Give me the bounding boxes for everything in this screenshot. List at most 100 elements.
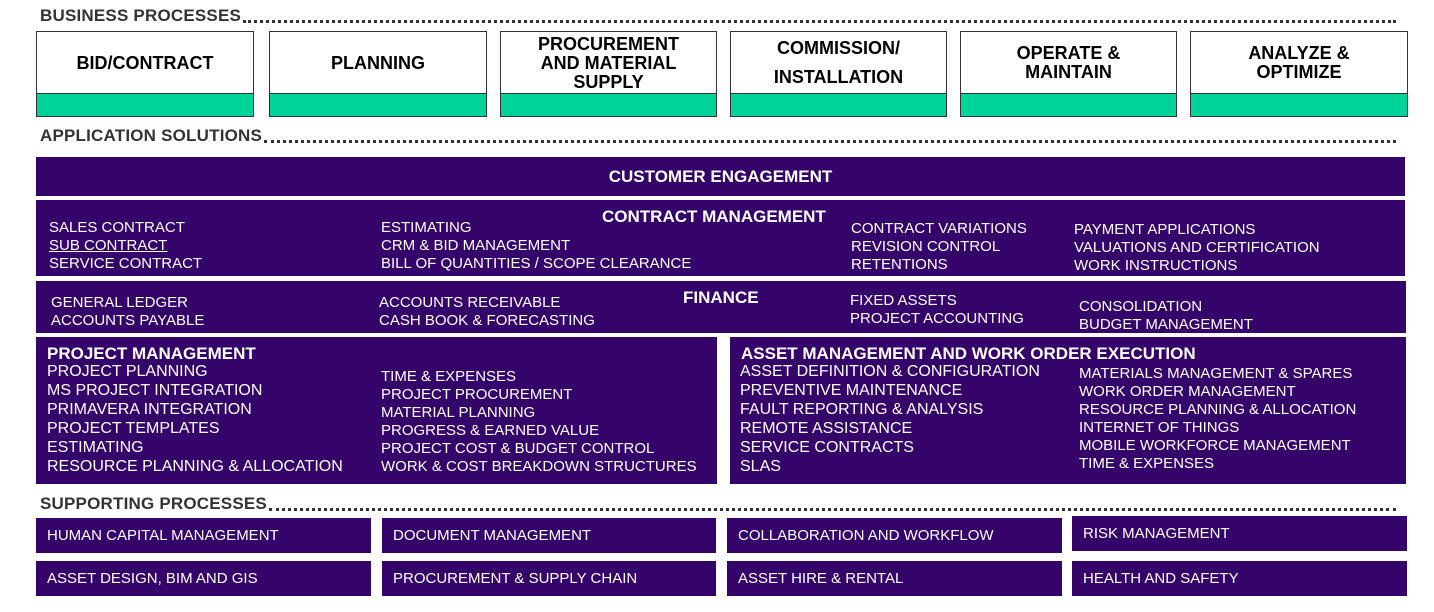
list-item[interactable]: BILL OF QUANTITIES / SCOPE CLEARANCE bbox=[381, 255, 692, 272]
list-item[interactable]: FIXED ASSETS bbox=[850, 292, 957, 309]
finance-col-3: FIXED ASSETS PROJECT ACCOUNTING bbox=[850, 292, 1024, 328]
support-collaboration[interactable]: COLLABORATION AND WORKFLOW bbox=[727, 518, 1062, 553]
finance-title: FINANCE bbox=[683, 288, 759, 307]
dotted-divider bbox=[268, 508, 1396, 511]
finance-band[interactable]: FINANCE GENERAL LEDGER ACCOUNTS PAYABLE … bbox=[36, 281, 1406, 333]
application-solutions-label: APPLICATION SOLUTIONS bbox=[40, 126, 263, 145]
list-item[interactable]: PREVENTIVE MAINTENANCE bbox=[740, 382, 963, 399]
list-item[interactable]: WORK ORDER MANAGEMENT bbox=[1079, 383, 1296, 400]
process-label: COMMISSION/ INSTALLATION bbox=[773, 38, 904, 87]
asset-col-2: MATERIALS MANAGEMENT & SPARES WORK ORDER… bbox=[1079, 365, 1356, 473]
process-label: OPERATE & MAINTAIN bbox=[1016, 43, 1121, 82]
process-planning[interactable]: PLANNING bbox=[269, 31, 487, 117]
list-item[interactable]: PRIMAVERA INTEGRATION bbox=[47, 401, 252, 418]
list-item[interactable]: FAULT REPORTING & ANALYSIS bbox=[740, 401, 984, 418]
contract-col-2: ESTIMATING CRM & BID MANAGEMENT BILL OF … bbox=[381, 219, 691, 273]
list-item[interactable]: PROJECT ACCOUNTING bbox=[850, 310, 1024, 327]
contract-management-band[interactable]: CONTRACT MANAGEMENT SALES CONTRACT SUB C… bbox=[36, 200, 1405, 276]
list-item[interactable]: MATERIAL PLANNING bbox=[381, 404, 536, 421]
customer-engagement-band[interactable]: CUSTOMER ENGAGEMENT bbox=[36, 157, 1405, 196]
project-col-2: TIME & EXPENSES PROJECT PROCUREMENT MATE… bbox=[381, 368, 697, 476]
list-item[interactable]: MATERIALS MANAGEMENT & SPARES bbox=[1079, 365, 1353, 382]
contract-management-title: CONTRACT MANAGEMENT bbox=[602, 207, 826, 226]
application-solutions-heading: APPLICATION SOLUTIONS bbox=[40, 124, 1396, 146]
finance-col-4: CONSOLIDATION BUDGET MANAGEMENT bbox=[1079, 298, 1253, 334]
support-human-capital[interactable]: HUMAN CAPITAL MANAGEMENT bbox=[36, 518, 371, 553]
process-bid-contract[interactable]: BID/CONTRACT bbox=[36, 31, 254, 117]
asset-management-band[interactable]: ASSET MANAGEMENT AND WORK ORDER EXECUTIO… bbox=[730, 337, 1406, 484]
process-label: PROCUREMENT AND MATERIAL SUPPLY bbox=[537, 33, 679, 92]
list-item[interactable]: REVISION CONTROL bbox=[851, 238, 1001, 255]
process-green-bar bbox=[961, 93, 1176, 116]
list-item[interactable]: CONSOLIDATION bbox=[1079, 298, 1203, 315]
list-item[interactable]: WORK & COST BREAKDOWN STRUCTURES bbox=[381, 458, 697, 475]
list-item[interactable]: ASSET DEFINITION & CONFIGURATION bbox=[740, 363, 1040, 380]
list-item[interactable]: TIME & EXPENSES bbox=[381, 368, 517, 385]
process-analyze[interactable]: ANALYZE & OPTIMIZE bbox=[1190, 31, 1408, 117]
supporting-processes-label: SUPPORTING PROCESSES bbox=[40, 494, 267, 513]
list-item[interactable]: TIME & EXPENSES bbox=[1079, 455, 1215, 472]
list-item[interactable]: BUDGET MANAGEMENT bbox=[1079, 316, 1253, 333]
list-item[interactable]: REMOTE ASSISTANCE bbox=[740, 420, 913, 437]
list-item[interactable]: SERVICE CONTRACT bbox=[49, 255, 203, 272]
list-item[interactable]: PROJECT PROCUREMENT bbox=[381, 386, 573, 403]
list-item[interactable]: CASH BOOK & FORECASTING bbox=[379, 312, 595, 329]
project-col-1: PROJECT PLANNING MS PROJECT INTEGRATION … bbox=[47, 362, 343, 476]
list-item[interactable]: MS PROJECT INTEGRATION bbox=[47, 382, 263, 399]
support-asset-design[interactable]: ASSET DESIGN, BIM AND GIS bbox=[36, 561, 371, 596]
list-item[interactable]: ESTIMATING bbox=[381, 219, 472, 236]
support-procurement-supply-chain[interactable]: PROCUREMENT & SUPPLY CHAIN bbox=[382, 561, 716, 596]
contract-col-1: SALES CONTRACT SUB CONTRACT SERVICE CONT… bbox=[49, 219, 202, 273]
support-health-safety[interactable]: HEALTH AND SAFETY bbox=[1072, 561, 1407, 596]
list-item[interactable]: RESOURCE PLANNING & ALLOCATION bbox=[47, 458, 343, 475]
customer-engagement-title: CUSTOMER ENGAGEMENT bbox=[608, 167, 833, 186]
list-item[interactable]: PAYMENT APPLICATIONS bbox=[1074, 221, 1256, 238]
list-item[interactable]: MOBILE WORKFORCE MANAGEMENT bbox=[1079, 437, 1351, 454]
list-item[interactable]: PROJECT COST & BUDGET CONTROL bbox=[381, 440, 655, 457]
process-label: PLANNING bbox=[331, 52, 425, 73]
support-risk-management[interactable]: RISK MANAGEMENT bbox=[1072, 516, 1407, 551]
list-item[interactable]: WORK INSTRUCTIONS bbox=[1074, 257, 1238, 274]
list-item[interactable]: CRM & BID MANAGEMENT bbox=[381, 237, 571, 254]
process-green-bar bbox=[1191, 93, 1407, 116]
list-item[interactable]: PROGRESS & EARNED VALUE bbox=[381, 422, 600, 439]
list-item[interactable]: INTERNET OF THINGS bbox=[1079, 419, 1240, 436]
list-item[interactable]: SALES CONTRACT bbox=[49, 219, 185, 236]
list-item[interactable]: ACCOUNTS RECEIVABLE bbox=[379, 294, 561, 311]
list-item[interactable]: PROJECT PLANNING bbox=[47, 363, 208, 380]
asset-col-1: ASSET DEFINITION & CONFIGURATION PREVENT… bbox=[740, 362, 1040, 476]
list-item[interactable]: SLAS bbox=[740, 458, 781, 475]
process-green-bar bbox=[37, 93, 253, 116]
process-operate[interactable]: OPERATE & MAINTAIN bbox=[960, 31, 1177, 117]
supporting-processes-heading: SUPPORTING PROCESSES bbox=[40, 492, 1396, 514]
process-green-bar bbox=[731, 93, 946, 116]
process-procurement[interactable]: PROCUREMENT AND MATERIAL SUPPLY bbox=[500, 31, 717, 117]
finance-col-2: ACCOUNTS RECEIVABLE CASH BOOK & FORECAST… bbox=[379, 294, 595, 330]
project-management-title: PROJECT MANAGEMENT bbox=[47, 344, 256, 363]
project-management-band[interactable]: PROJECT MANAGEMENT PROJECT PLANNING MS P… bbox=[36, 337, 717, 484]
support-document-management[interactable]: DOCUMENT MANAGEMENT bbox=[382, 518, 716, 553]
finance-col-1: GENERAL LEDGER ACCOUNTS PAYABLE bbox=[51, 294, 204, 330]
list-item[interactable]: VALUATIONS AND CERTIFICATION bbox=[1074, 239, 1320, 256]
contract-col-4: PAYMENT APPLICATIONS VALUATIONS AND CERT… bbox=[1074, 221, 1320, 275]
business-processes-label: BUSINESS PROCESSES bbox=[40, 6, 242, 25]
dotted-divider bbox=[264, 140, 1396, 143]
list-item[interactable]: ACCOUNTS PAYABLE bbox=[51, 312, 205, 329]
asset-management-title: ASSET MANAGEMENT AND WORK ORDER EXECUTIO… bbox=[741, 344, 1196, 363]
process-green-bar bbox=[270, 93, 486, 116]
list-item[interactable]: RETENTIONS bbox=[851, 256, 948, 273]
list-item[interactable]: SERVICE CONTRACTS bbox=[740, 439, 914, 456]
process-commission[interactable]: COMMISSION/ INSTALLATION bbox=[730, 31, 947, 117]
list-item[interactable]: CONTRACT VARIATIONS bbox=[851, 220, 1027, 237]
business-processes-heading: BUSINESS PROCESSES bbox=[40, 4, 1396, 26]
support-asset-hire[interactable]: ASSET HIRE & RENTAL bbox=[727, 561, 1062, 596]
list-item[interactable]: GENERAL LEDGER bbox=[51, 294, 188, 311]
list-item[interactable]: PROJECT TEMPLATES bbox=[47, 420, 220, 437]
process-green-bar bbox=[501, 93, 716, 116]
list-item-link[interactable]: SUB CONTRACT bbox=[49, 237, 168, 254]
process-label: BID/CONTRACT bbox=[76, 52, 214, 73]
list-item[interactable]: RESOURCE PLANNING & ALLOCATION bbox=[1079, 401, 1357, 418]
process-label: ANALYZE & OPTIMIZE bbox=[1248, 43, 1350, 82]
dotted-divider bbox=[243, 20, 1396, 23]
list-item[interactable]: ESTIMATING bbox=[47, 439, 144, 456]
